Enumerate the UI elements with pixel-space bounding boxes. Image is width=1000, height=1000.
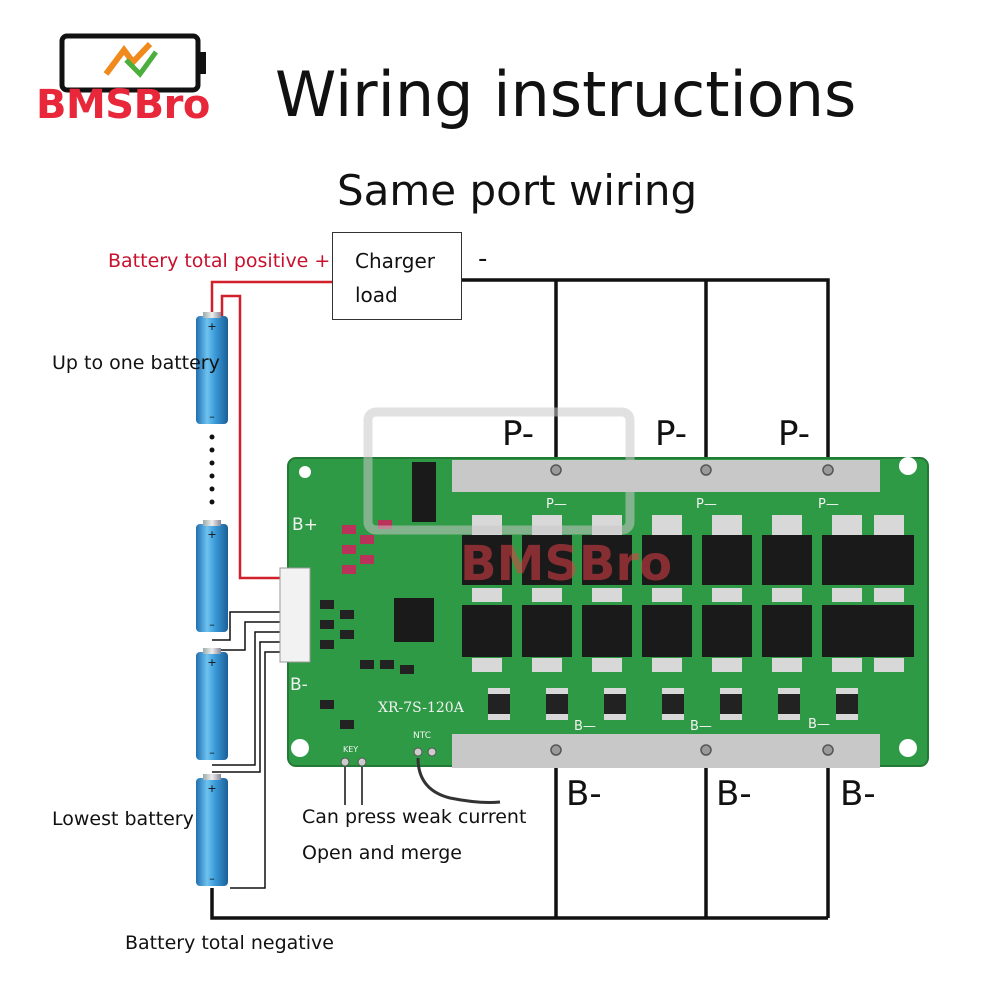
charger-minus-label: - — [478, 244, 488, 274]
page-title: Wiring instructions — [275, 58, 857, 131]
load-label: load — [355, 283, 398, 307]
battery-cells — [196, 312, 228, 886]
b-minus-label-2: B- — [716, 774, 752, 814]
svg-text:–: – — [209, 872, 215, 885]
b-minus-label-3: B- — [840, 774, 876, 814]
board-b-pad-1: B— — [574, 719, 596, 734]
red-wires — [210, 280, 332, 580]
board-p-pad-2: P— — [696, 497, 717, 512]
up-to-one-battery-label: Up to one battery — [52, 352, 220, 374]
svg-text:+: + — [207, 782, 216, 795]
p-minus-label-2: P- — [655, 414, 688, 454]
page-subtitle: Same port wiring — [337, 166, 698, 215]
board-ntc: NTC — [413, 731, 431, 741]
watermark-battery-icon — [363, 407, 635, 535]
black-wires — [210, 278, 830, 920]
logo-battery-icon — [59, 33, 206, 93]
board-b-plus: B+ — [292, 515, 318, 535]
charger-load-box: Charger load — [332, 232, 462, 320]
battery-chain-dots — [209, 434, 215, 505]
svg-text:–: – — [209, 410, 215, 423]
svg-text:+: + — [207, 528, 216, 541]
battery-lower — [196, 648, 228, 760]
board-b-minus-edge: B- — [290, 675, 308, 695]
board-key: KEY — [343, 745, 358, 754]
board-p-pad-3: P— — [818, 497, 839, 512]
board-b-pad-2: B— — [690, 719, 712, 734]
brand-logo: BMSBro — [36, 82, 210, 128]
svg-text:+: + — [207, 320, 216, 333]
battery-total-negative-label: Battery total negative — [125, 932, 334, 954]
battery-mid — [196, 520, 228, 632]
watermark-text: BMSBro — [460, 536, 672, 592]
board-silkscreen: B+ B- XR-7S-120A NTC KEY P— P— P— B— B— … — [290, 497, 839, 754]
charger-label: Charger — [355, 249, 435, 273]
board-model: XR-7S-120A — [378, 700, 465, 716]
weak-current-label: Can press weak current — [302, 806, 527, 828]
battery-top — [196, 312, 228, 424]
board-p-pad-1: P— — [546, 497, 567, 512]
bms-board — [279, 457, 929, 804]
board-b-pad-3: B— — [808, 717, 830, 732]
battery-total-positive-label: Battery total positive + — [108, 250, 331, 272]
svg-text:–: – — [209, 618, 215, 631]
p-minus-label-3: P- — [778, 414, 811, 454]
p-minus-label-1: P- — [502, 414, 535, 454]
b-minus-label-1: B- — [566, 774, 602, 814]
svg-text:+: + — [207, 656, 216, 669]
battery-lowest — [196, 774, 228, 886]
battery-polarity-marks: + – + – + – + – — [207, 320, 216, 885]
lowest-battery-label: Lowest battery — [52, 808, 194, 830]
open-merge-label: Open and merge — [302, 842, 462, 864]
svg-text:–: – — [209, 746, 215, 759]
